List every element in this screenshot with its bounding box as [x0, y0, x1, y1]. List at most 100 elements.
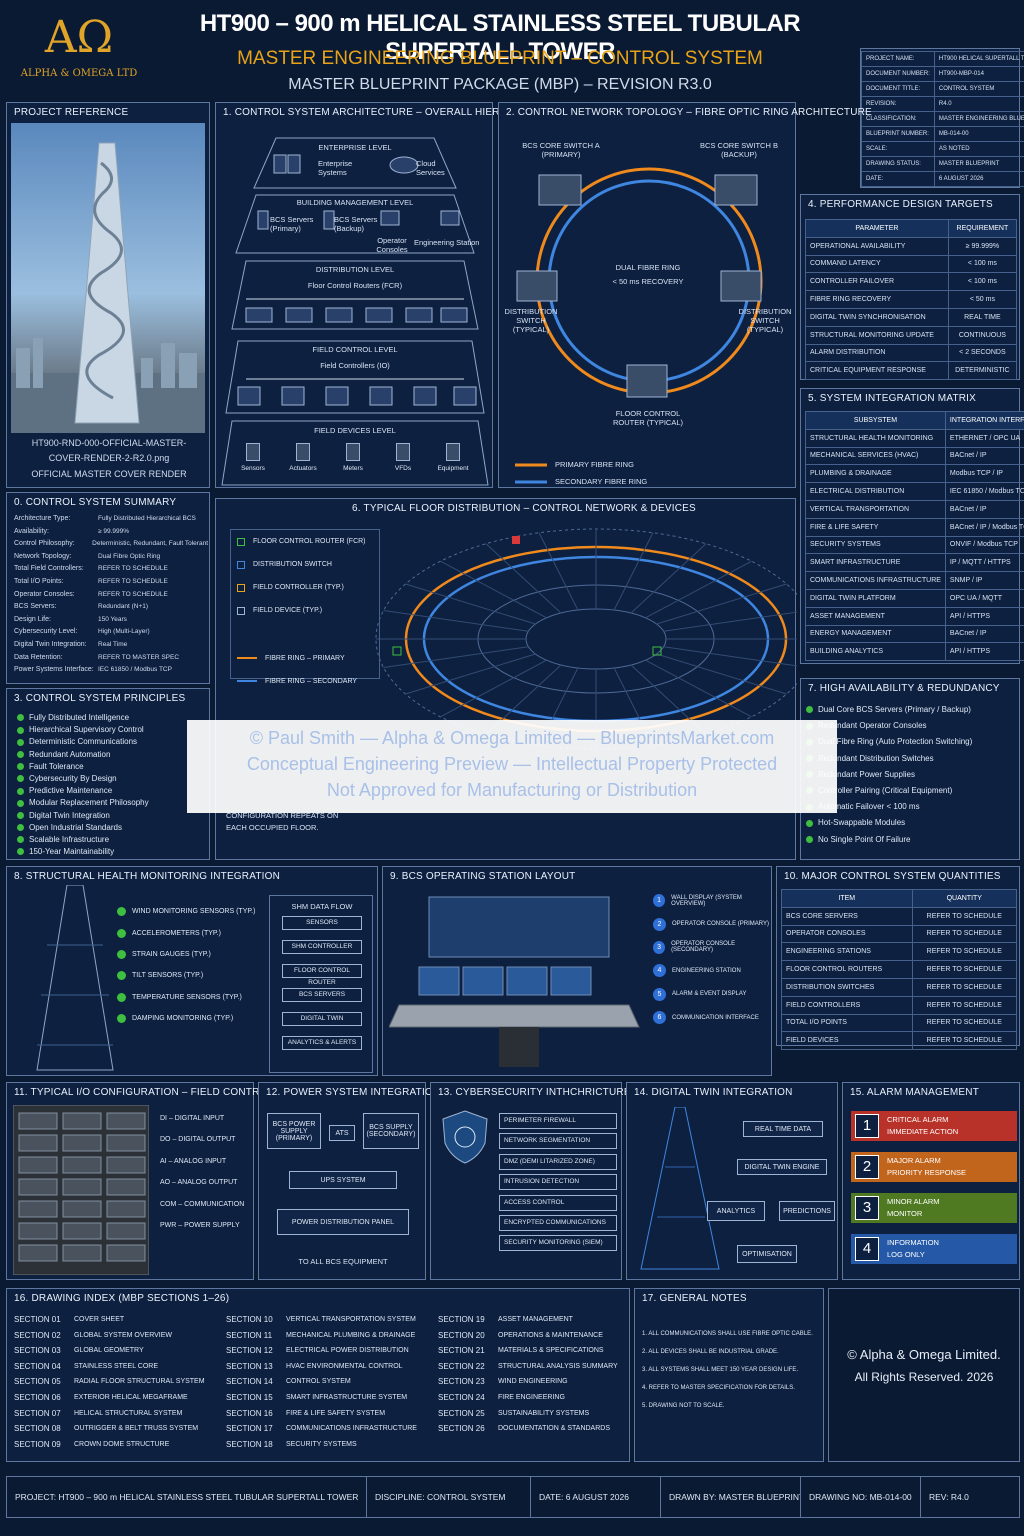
engineering-station-label: Engineering Station: [414, 238, 480, 247]
list-item-label: Redundant Operator Consoles: [818, 721, 927, 731]
note-item: 1. ALL COMMUNICATIONS SHALL USE FIBRE OP…: [642, 1331, 813, 1337]
redundancy-list: Dual Core BCS Servers (Primary / Backup)…: [806, 705, 972, 851]
table-cell: ≥ 99.999%: [947, 236, 1018, 256]
station-label: ENGINEERING STATION: [672, 967, 741, 974]
table-row: OPERATIONAL AVAILABILITY≥ 99.999%: [805, 236, 1018, 256]
panel-title: 1. CONTROL SYSTEM ARCHITECTURE – OVERALL…: [223, 107, 536, 118]
io-module: [106, 1134, 146, 1152]
list-item-label: Digital Twin Integration: [29, 810, 110, 820]
list-item: Digital Twin Integration: [17, 811, 149, 823]
note-item: 4. REFER TO MASTER SPECIFICATION FOR DET…: [642, 1385, 795, 1391]
bcs-backup-label: BCS Servers (Backup): [334, 215, 378, 233]
list-item-label: Redundant Distribution Switches: [818, 753, 934, 763]
summary-row: Total Field Controllers:REFER TO SCHEDUL…: [14, 565, 208, 578]
title-block-key: DATE:: [861, 171, 935, 187]
summary-value: REFER TO SCHEDULE: [98, 590, 168, 598]
title-block-row: PROJECT NAME:HT900 HELICAL SUPERTALL TOW…: [861, 51, 1024, 67]
section-name: DOCUMENTATION & STANDARDS: [498, 1425, 611, 1433]
dist-switch-left-label: DISTRIBUTION SWITCH (TYPICAL): [504, 307, 558, 334]
section-name: STAINLESS STEEL CORE: [74, 1362, 159, 1370]
section-number: SECTION 18: [226, 1439, 273, 1449]
bullet-icon: [17, 763, 24, 771]
section-name: ASSET MANAGEMENT: [498, 1316, 573, 1323]
table-cell: TOTAL I/O POINTS: [781, 1013, 913, 1033]
station-label: ALARM & EVENT DISPLAY: [672, 991, 747, 998]
table-cell: IEC 61850 / Modbus TCP: [944, 482, 1024, 501]
list-item: Fully Distributed Intelligence: [17, 713, 149, 725]
summary-key: Total I/O Points:: [14, 577, 64, 585]
panel-title: 3. CONTROL SYSTEM PRINCIPLES: [14, 693, 186, 704]
panel-title: PROJECT REFERENCE: [14, 107, 129, 118]
ats-box: ATS: [329, 1125, 355, 1141]
number-badge: 1: [653, 894, 666, 908]
column-header: ITEM: [781, 889, 913, 908]
title-block-value: MASTER ENGINEERING BLUEPRINT: [933, 111, 1024, 127]
section-name: HELICAL STRUCTURAL SYSTEM: [74, 1409, 183, 1417]
legend-label: FIELD CONTROLLER (TYP.): [253, 584, 344, 591]
cyber-layer: ENCRYPTED COMMUNICATIONS: [499, 1214, 617, 1231]
table-cell: REFER TO SCHEDULE: [911, 995, 1018, 1015]
section-number: SECTION 16: [226, 1408, 273, 1418]
list-item-label: Cybersecurity By Design: [29, 773, 117, 783]
company-name: ALPHA & OMEGA LTD: [20, 68, 138, 79]
distribution-level-label: DISTRIBUTION LEVEL: [315, 265, 395, 274]
list-item: Redundant Automation: [17, 750, 149, 762]
table-row: FIBRE RING RECOVERY< 50 ms: [805, 290, 1018, 309]
summary-value: Real Time: [98, 640, 128, 648]
column-header: SUBSYSTEM: [805, 411, 946, 430]
flow-step: ANALYTICS & ALERTS: [282, 1036, 362, 1050]
io-module: [62, 1134, 102, 1152]
legend-item: DISTRIBUTION SWITCH: [237, 561, 373, 584]
list-item-label: Automatic Failover < 100 ms: [818, 802, 920, 812]
section-name: CROWN DOME STRUCTURE: [74, 1440, 170, 1448]
summary-value: REFER TO MASTER SPEC: [98, 653, 180, 661]
ups-box: UPS SYSTEM: [289, 1171, 397, 1189]
sensor-label: STRAIN GAUGES (TYP.): [132, 950, 211, 958]
legend-item: FLOOR CONTROL ROUTER (FCR): [237, 538, 373, 561]
ring-topology-diagram: [515, 167, 763, 484]
summary-value: ≥ 99.999%: [98, 527, 130, 535]
analytics-box: ANALYTICS: [707, 1201, 765, 1221]
section-name: HVAC ENVIRONMENTAL CONTROL: [286, 1362, 403, 1370]
io-module: [62, 1244, 102, 1262]
field-device: Meters: [328, 443, 378, 472]
legend-primary-label: PRIMARY FIBRE RING: [555, 460, 634, 469]
legend-label: FLOOR CONTROL ROUTER (FCR): [253, 538, 366, 545]
summary-value: REFER TO SCHEDULE: [98, 565, 168, 573]
fcr-label: Floor Control Routers (FCR): [307, 281, 403, 290]
section-10-quantities: 10. MAJOR CONTROL SYSTEM QUANTITIES ITEM…: [776, 866, 1020, 1051]
table-cell: BACnet / IP / Modbus TCP: [944, 517, 1024, 537]
table-row: MECHANICAL SERVICES (HVAC)BACnet / IP: [805, 446, 1024, 466]
legend-label: FIBRE RING – PRIMARY: [265, 655, 345, 662]
alarm-action: IMMEDIATE ACTION: [887, 1127, 959, 1136]
copyright-box: © Alpha & Omega Limited. All Rights Rese…: [828, 1288, 1020, 1462]
floor-legend: FLOOR CONTROL ROUTER (FCR) DISTRIBUTION S…: [230, 529, 380, 685]
title-block-key: CLASSIFICATION:: [861, 111, 935, 127]
table-cell: MECHANICAL SERVICES (HVAC): [805, 446, 946, 466]
table-cell: SECURITY SYSTEMS: [805, 535, 946, 555]
alarm-number: 2: [855, 1155, 879, 1179]
panel-title: 13. CYBERSECURITY INTHCHRICTURE: [438, 1087, 631, 1098]
controller-icon: [369, 386, 393, 406]
tower-render-image: [11, 123, 205, 433]
bullet-icon: [806, 835, 813, 843]
section-name: FIRE & LIFE SAFETY SYSTEM: [286, 1409, 386, 1417]
number-badge: 3: [653, 940, 666, 954]
